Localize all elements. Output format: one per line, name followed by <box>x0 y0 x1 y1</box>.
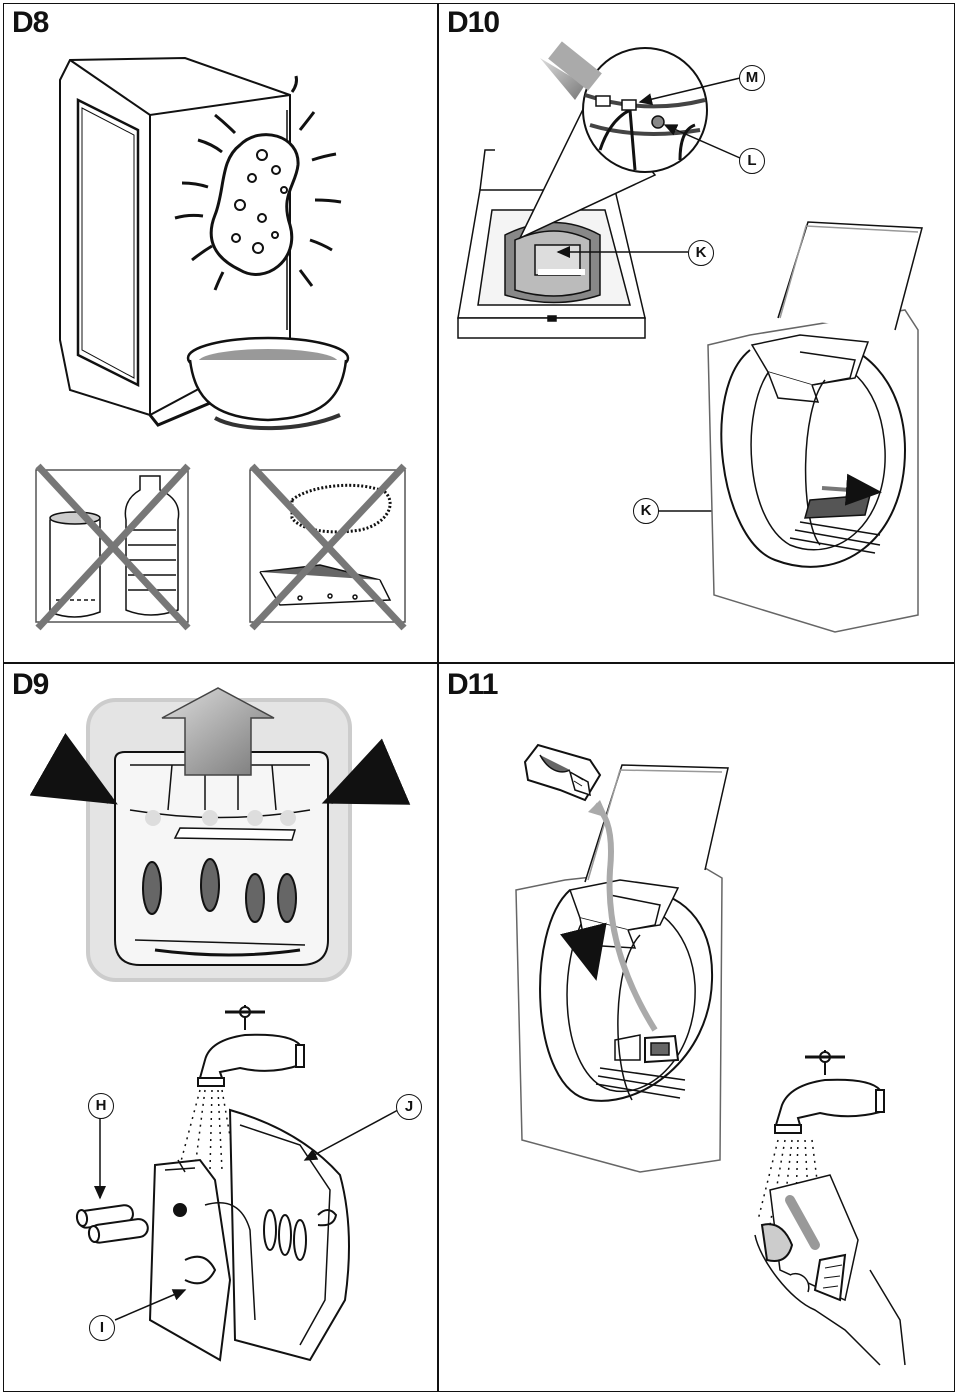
vertical-divider <box>437 3 439 1392</box>
panel-label-d10: D10 <box>447 6 500 39</box>
panel-label-d9: D9 <box>12 668 49 701</box>
remove-lint-filter-illustration <box>515 743 729 1173</box>
callout-k-bottom: K <box>633 498 659 524</box>
filter-rollers <box>75 1204 149 1244</box>
callout-j: J <box>396 1094 422 1120</box>
magnifier-lens-detail <box>518 41 708 240</box>
sheet-border <box>3 3 955 1392</box>
washer-with-sponge-illustration <box>59 56 350 431</box>
callout-k-top: K <box>688 240 714 266</box>
prohibited-solvents-icon <box>35 463 191 631</box>
panel-label-d11: D11 <box>447 668 498 701</box>
callout-m: M <box>739 65 765 91</box>
top-loader-drum-illustration <box>457 149 646 339</box>
filter-removal-illustration <box>29 687 411 982</box>
callout-h: H <box>88 1093 114 1119</box>
panel-label-d8: D8 <box>12 6 49 39</box>
prohibited-abrasives-icon <box>249 463 407 631</box>
tap-rinsing-filter-illustration <box>75 1005 350 1362</box>
tap-rinsing-lint-filter-illustration <box>754 1050 906 1366</box>
d9-leader-lines <box>94 1109 399 1321</box>
callout-i: I <box>89 1315 115 1341</box>
open-washer-drum-illustration <box>707 221 923 633</box>
callout-l: L <box>739 148 765 174</box>
horizontal-divider <box>3 662 955 664</box>
